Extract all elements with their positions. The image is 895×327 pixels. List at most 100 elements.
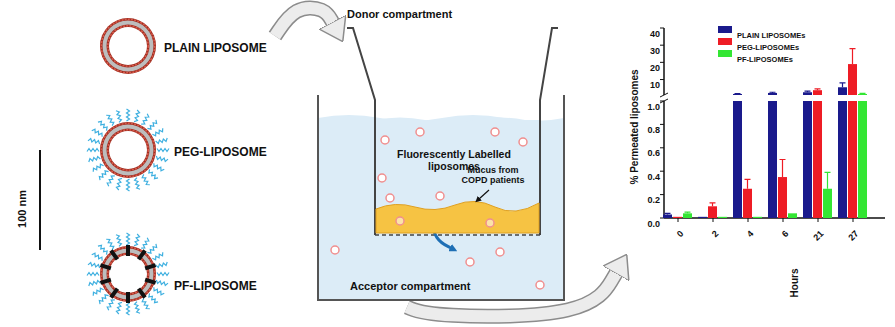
- error-bar: [815, 89, 821, 90]
- pluronic-block: [137, 249, 147, 260]
- pluronic-block: [109, 287, 119, 298]
- text-holder: 0.4: [647, 166, 660, 184]
- peg-chain: [157, 149, 169, 152]
- peg-chain: [127, 303, 130, 315]
- y-tick-label: 1.0: [647, 102, 660, 112]
- bar: [683, 213, 692, 218]
- node-text: % Permeated liposomes: [629, 69, 641, 184]
- liposome-core: [109, 255, 147, 293]
- liposome-drawing: [87, 233, 169, 315]
- x-tick-label: 6: [780, 228, 791, 239]
- bar: [848, 101, 857, 218]
- peg-chain: [99, 295, 108, 304]
- bar: [813, 101, 822, 218]
- peg-chain: [135, 302, 140, 314]
- legend-row: PLAIN LIPOSOMEs: [718, 24, 848, 35]
- liposome-dot: [396, 217, 404, 225]
- liposome-dot: [416, 128, 424, 136]
- bar: [768, 101, 777, 218]
- scale-label: 100 nm: [16, 190, 29, 228]
- liposome-dot: [386, 194, 394, 202]
- bar: [698, 217, 707, 218]
- bar: [753, 217, 762, 218]
- peg-chain: [127, 109, 130, 121]
- peg-chain: [116, 235, 121, 247]
- liposome-dot: [466, 258, 474, 266]
- acceptor-well: Acceptor compartmentDonor compartmentFlu…: [312, 0, 570, 306]
- pluronic-block: [145, 278, 157, 285]
- legend-text: PEG-LIPOSOMEs: [737, 44, 799, 53]
- liposome-core: [109, 131, 147, 169]
- bar: [788, 213, 797, 218]
- liposome-dot: [331, 246, 339, 254]
- error-bar: [840, 83, 846, 87]
- peg-chain: [156, 138, 168, 143]
- peg-chain: [142, 298, 150, 308]
- tick: [660, 194, 664, 195]
- bar: [708, 206, 717, 218]
- peg-chain: [147, 244, 156, 253]
- peg-chain: [154, 287, 164, 295]
- bilayer-inner: [107, 129, 150, 172]
- liposome-dot: [536, 281, 544, 289]
- peg-chain: [99, 171, 108, 180]
- text-holder: 0: [677, 221, 682, 239]
- bilayer-outer: [100, 122, 156, 178]
- text-holder: Mucus from COPD patients: [457, 165, 529, 187]
- bar: [838, 87, 847, 95]
- error-bar: [665, 213, 671, 214]
- node-text: Hours: [789, 269, 801, 298]
- peg-chain: [92, 129, 102, 137]
- node-outline: [86, 228, 261, 320]
- bilayer-tails: [103, 249, 154, 300]
- donor-fluid: [375, 118, 540, 236]
- error-bar: [805, 91, 811, 92]
- bilayer-tails: [103, 125, 154, 176]
- peg-chain: [106, 115, 114, 125]
- text-holder: 0.6: [647, 142, 660, 160]
- tick: [853, 218, 854, 222]
- bilayer-inner: [107, 253, 150, 296]
- process-arrow: [275, 8, 333, 36]
- liposome-dot: [486, 219, 494, 227]
- x-tick-label: 2: [710, 228, 721, 239]
- text-holder: 0.2: [647, 189, 660, 207]
- mucus-layer: Mucus from COPD patients: [375, 165, 540, 237]
- peg-chain: [134, 110, 139, 122]
- bar: [813, 90, 822, 95]
- error-bar: [770, 92, 776, 94]
- arrow-body: [275, 8, 333, 36]
- legend-row: PEG-LIPOSOMEs: [718, 36, 848, 47]
- insert-wall: [540, 28, 558, 235]
- liposome: PF-LIPOSOME: [86, 228, 261, 320]
- bar: [848, 64, 857, 95]
- text-holder: 1.0: [647, 96, 660, 114]
- error-bar: [745, 179, 751, 188]
- text-holder: 2: [712, 221, 717, 239]
- x-tick-label: 0: [675, 228, 686, 239]
- tick: [713, 218, 714, 222]
- bilayer-tails: [103, 21, 154, 72]
- bar: [858, 101, 867, 218]
- bar: [838, 101, 847, 218]
- bar-chart-plot: [660, 28, 885, 222]
- axis-break: [660, 93, 668, 103]
- text-holder: 27: [847, 221, 857, 239]
- error-bar: [735, 93, 741, 95]
- peg-chain: [149, 169, 158, 178]
- tick: [660, 124, 664, 125]
- x-tick-label: 4: [745, 228, 756, 239]
- text-holder: 4: [747, 221, 752, 239]
- pluronic-block: [137, 287, 147, 298]
- bar: [768, 93, 777, 95]
- mucus-layer-shape: [376, 201, 539, 233]
- node-text: Acceptor compartment: [350, 280, 470, 293]
- error-bar: [780, 160, 786, 178]
- legend-swatch: [718, 26, 732, 33]
- peg-chain: [92, 253, 102, 261]
- y-tick-label: 0.2: [647, 195, 660, 205]
- tick: [660, 28, 664, 29]
- peg-chain: [154, 163, 164, 171]
- insert-wall: [347, 28, 375, 235]
- tick: [748, 218, 749, 222]
